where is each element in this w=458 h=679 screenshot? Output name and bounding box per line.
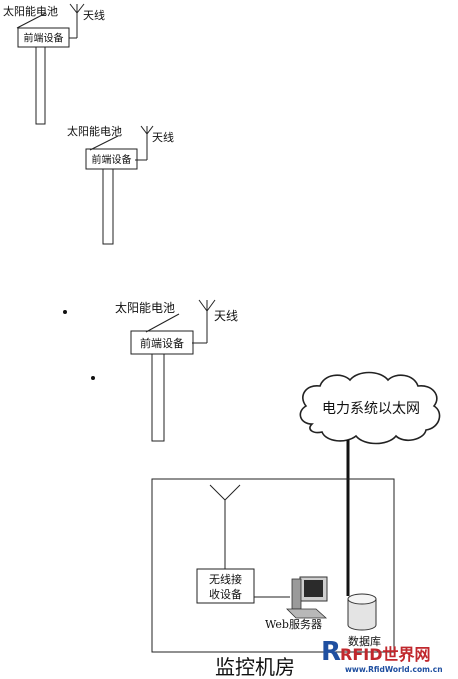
wireless-receiver-box — [196, 568, 255, 604]
monitoring-room-title: 监控机房 — [215, 655, 295, 679]
antenna-icon — [69, 3, 85, 39]
room-border — [151, 478, 395, 653]
dot-marker — [63, 310, 67, 314]
solar-panel-line — [16, 12, 47, 29]
solar-panel-line — [145, 313, 180, 333]
station-pole — [151, 353, 165, 442]
ethernet-label: 电力系统以太网 — [322, 401, 420, 417]
antenna-label: 天线 — [214, 309, 238, 323]
station-2: 太阳能电池 天线 前端设备 — [67, 124, 174, 245]
rfid-watermark: R RFID世界网 www.RfidWorld.com.cn — [321, 637, 443, 674]
station-pole — [102, 168, 114, 245]
dot-marker — [91, 376, 95, 380]
solar-panel-line — [89, 135, 119, 151]
solar-panel-label: 太阳能电池 — [3, 4, 58, 18]
database-label: 数据库 — [348, 634, 381, 648]
watermark-logo-mark: R — [321, 637, 341, 667]
station-3: 太阳能电池 天线 前端设备 — [115, 299, 238, 442]
web-server-label: Web服务器 — [265, 618, 322, 631]
frontend-device-label: 前端设备 — [92, 153, 132, 166]
antenna-label: 天线 — [83, 8, 105, 22]
station-pole — [35, 46, 46, 125]
computer-icon — [286, 576, 328, 619]
solar-panel-label: 太阳能电池 — [67, 124, 122, 138]
solar-panel-label: 太阳能电池 — [115, 300, 175, 315]
watermark-url: www.RfidWorld.com.cn — [345, 665, 443, 674]
frontend-device-label: 前端设备 — [24, 32, 64, 45]
antenna-label: 天线 — [152, 130, 174, 144]
antenna-icon — [209, 484, 241, 569]
watermark-brand: RFID世界网 — [340, 645, 431, 664]
receiver-label-line1: 无线接 — [209, 572, 242, 586]
cloud-shape — [299, 371, 441, 445]
antenna-icon — [192, 299, 216, 344]
database-icon — [347, 593, 377, 631]
frontend-device-label: 前端设备 — [140, 336, 184, 350]
antenna-icon — [135, 125, 154, 161]
monitoring-room: 无线接 收设备 Web服务器 数据库 — [151, 478, 395, 653]
ethernet-cloud: 电力系统以太网 — [299, 371, 441, 445]
station-1: 太阳能电池 天线 前端设备 — [3, 3, 105, 125]
receiver-label-line2: 收设备 — [209, 587, 242, 601]
